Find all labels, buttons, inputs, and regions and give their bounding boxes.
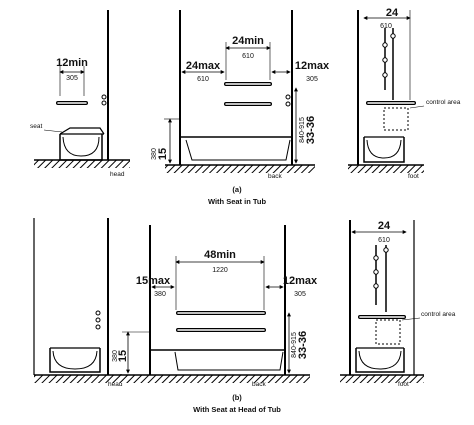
shower-fitting <box>373 255 379 261</box>
floor-hatch <box>34 375 122 383</box>
wall-label-head: head <box>110 171 125 178</box>
seat-leader <box>43 129 63 133</box>
wall-label-back: back <box>252 381 266 388</box>
tub-outline <box>363 137 405 163</box>
shower-valve <box>95 324 101 330</box>
wall-label-foot: foot <box>408 173 419 180</box>
wall-label-foot: foot <box>398 381 409 388</box>
dim-foot-top-in: 24 <box>386 7 399 19</box>
height-range-mm: 840-915 <box>299 117 306 143</box>
control-area-box <box>375 319 401 345</box>
seat-label: seat <box>30 123 42 130</box>
floor-hatch <box>340 375 424 383</box>
dim-foot-top-mm: 610 <box>378 237 390 244</box>
dim-head-mm: 305 <box>66 75 78 82</box>
tub-basin <box>174 351 284 371</box>
floor-hatch <box>120 375 310 383</box>
seat-height-in: 15 <box>157 148 169 160</box>
dim-back-top-mm: 610 <box>242 53 254 60</box>
seat-height-mm: 380 <box>112 350 119 362</box>
seat-shape <box>59 127 105 135</box>
shower-valve <box>101 100 107 106</box>
figure-label-b: (b) <box>232 393 242 402</box>
tub-outline <box>355 348 405 373</box>
figure-caption-a: With Seat in Tub <box>208 197 267 206</box>
height-range-in: 33-36 <box>297 331 309 359</box>
dim-back-top-mm: 1220 <box>212 267 228 274</box>
floor-hatch <box>34 160 130 168</box>
dim-head-in: 12min <box>56 57 88 69</box>
height-range-in: 33-36 <box>305 116 317 144</box>
floor-hatch <box>348 165 424 173</box>
shower-fitting <box>373 283 379 289</box>
dim-back-left-mm: 380 <box>154 291 166 298</box>
control-area-label: control area <box>421 311 456 318</box>
back-view-a <box>164 10 315 173</box>
control-area-label: control area <box>426 99 461 106</box>
wall-label-head: head <box>108 381 123 388</box>
dim-back-right-in: 12max <box>295 60 330 72</box>
tub-basin <box>52 350 98 370</box>
shower-valve <box>285 101 291 107</box>
head-view-a <box>34 10 130 168</box>
dim-back-left-in: 24max <box>186 60 221 72</box>
tub-basin <box>185 139 291 161</box>
dim-back-right-mm: 305 <box>294 291 306 298</box>
head-view-b <box>33 218 122 383</box>
dim-foot-top-mm: 610 <box>380 23 392 30</box>
shower-valve <box>285 94 291 100</box>
control-leader <box>401 317 421 321</box>
foot-view-a <box>348 10 425 173</box>
dim-back-right-in: 12max <box>283 275 318 287</box>
floor-hatch <box>165 165 315 173</box>
seat-height-in: 15 <box>117 350 129 362</box>
dim-foot-top-in: 24 <box>378 220 391 232</box>
seat-height-mm: 380 <box>151 148 158 160</box>
dim-back-top-in: 24min <box>232 35 264 47</box>
tub-basin <box>366 139 402 159</box>
tub-outline <box>49 348 101 373</box>
back-view-b <box>120 225 310 383</box>
shower-fitting <box>382 72 388 78</box>
dim-back-left-in: 15max <box>136 275 171 287</box>
shower-fitting <box>382 57 388 63</box>
shower-valve <box>95 317 101 323</box>
dim-back-top-in: 48min <box>204 249 236 261</box>
shower-fitting <box>373 269 379 275</box>
tub-basin <box>62 136 100 157</box>
shower-fitting <box>382 42 388 48</box>
foot-view-b <box>340 220 424 383</box>
shower-valve <box>101 94 107 100</box>
wall-label-back: back <box>268 173 282 180</box>
height-range-mm: 840-915 <box>291 332 298 358</box>
figure-b: head 48min 1220 15max 380 12max 30 <box>33 218 456 414</box>
control-area-box <box>383 107 409 131</box>
shower-head <box>383 247 389 253</box>
tub-basin <box>358 350 402 370</box>
control-leader <box>409 105 425 109</box>
shower-valve <box>95 310 101 316</box>
figure-caption-b: With Seat at Head of Tub <box>193 405 281 414</box>
dim-back-left-mm: 610 <box>197 76 209 83</box>
dim-back-right-mm: 305 <box>306 76 318 83</box>
shower-head <box>390 33 396 39</box>
figure-a: 12min 305 seat head 24min 61 <box>30 7 461 206</box>
figure-label-a: (a) <box>232 185 242 194</box>
tub-outline <box>59 134 103 161</box>
